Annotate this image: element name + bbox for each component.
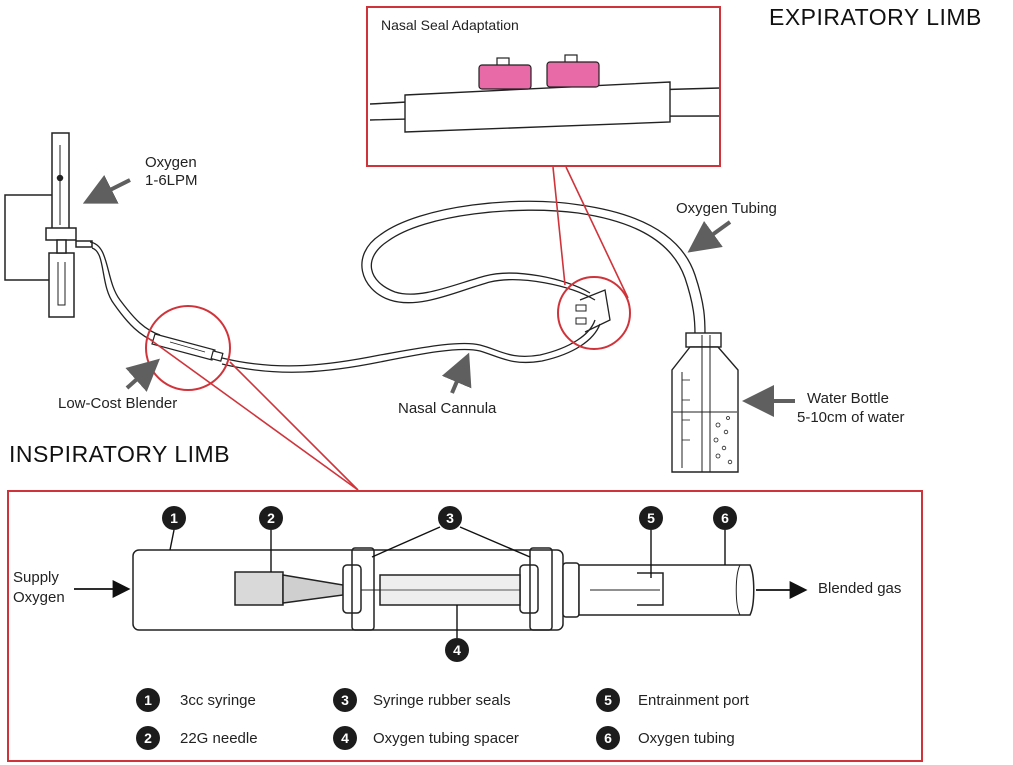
badge-leaders: [169, 526, 726, 638]
marker-6: 6: [713, 506, 737, 530]
pointer-arrows: [82, 174, 795, 417]
oxygen-label: Oxygen: [145, 154, 197, 171]
flowmeter-fitting: [45, 227, 77, 241]
legend-badge-2: 2: [136, 726, 160, 750]
blender-arrow: [125, 358, 160, 392]
water-bottle: [671, 332, 739, 473]
legend-text-1: 3cc syringe: [180, 692, 256, 709]
nasal-seal-right: [546, 61, 600, 88]
nasal-seal-inset: [366, 6, 721, 167]
supply-oxygen-label: Oxygen: [13, 589, 65, 606]
legend-badge-1: 1: [136, 688, 160, 712]
marker-2: 2: [259, 506, 283, 530]
oxygen-supply-tubing: [89, 241, 161, 343]
humidifier-bottle: [48, 252, 75, 318]
zoom-connectors: [147, 166, 629, 491]
cannula-label: Nasal Cannula: [398, 400, 497, 417]
blender-zoom-circle: [145, 305, 231, 391]
legend-text-5: Entrainment port: [638, 692, 749, 709]
cannula-arrow: [441, 352, 472, 394]
legend-badge-6: 6: [596, 726, 620, 750]
nasal-seal-drawing: [369, 54, 721, 133]
legend-text-3: Syringe rubber seals: [373, 692, 511, 709]
nasal-seal-label: Nasal Seal Adaptation: [381, 17, 519, 33]
marker-3: 3: [438, 506, 462, 530]
oxygen-tubing-label: Oxygen Tubing: [676, 200, 777, 217]
entrainment-port: [637, 572, 664, 606]
legend-text-6: Oxygen tubing: [638, 730, 735, 747]
water-bottle-label: Water Bottle: [807, 390, 889, 407]
nasal-prong-detail: [557, 276, 631, 350]
legend-text-2: 22G needle: [180, 730, 258, 747]
blender-detail-drawing: [74, 547, 808, 631]
nasal-seal-left: [478, 64, 532, 90]
nasal-cannula-tubing: [221, 200, 706, 373]
legend-badge-4: 4: [333, 726, 357, 750]
blended-gas-label: Blended gas: [818, 580, 902, 597]
blender-label: Low-Cost Blender: [58, 395, 178, 412]
flowmeter-ball: [56, 174, 64, 182]
marker-5: 5: [639, 506, 663, 530]
wall-mount: [4, 194, 52, 281]
legend-text-4: Oxygen tubing spacer: [373, 730, 519, 747]
oxygen-flow-label: 1-6LPM: [145, 172, 198, 189]
oxygen-tubing-outlet: [578, 564, 755, 616]
oxygen-flowmeter: [4, 132, 93, 318]
marker-1: 1: [162, 506, 186, 530]
inspiratory-limb-title: INSPIRATORY LIMB: [9, 441, 231, 467]
inspiratory-limb-inset: [7, 490, 923, 762]
oxygen-arrow: [82, 174, 131, 204]
water-level-label: 5-10cm of water: [797, 409, 905, 426]
legend-badge-3: 3: [333, 688, 357, 712]
expiratory-limb-title: EXPIRATORY LIMB: [769, 4, 982, 30]
blender-small: [151, 333, 224, 362]
tubing-arrow: [687, 220, 732, 253]
marker-4: 4: [445, 638, 469, 662]
supply-label: Supply: [13, 569, 59, 586]
legend-badge-5: 5: [596, 688, 620, 712]
